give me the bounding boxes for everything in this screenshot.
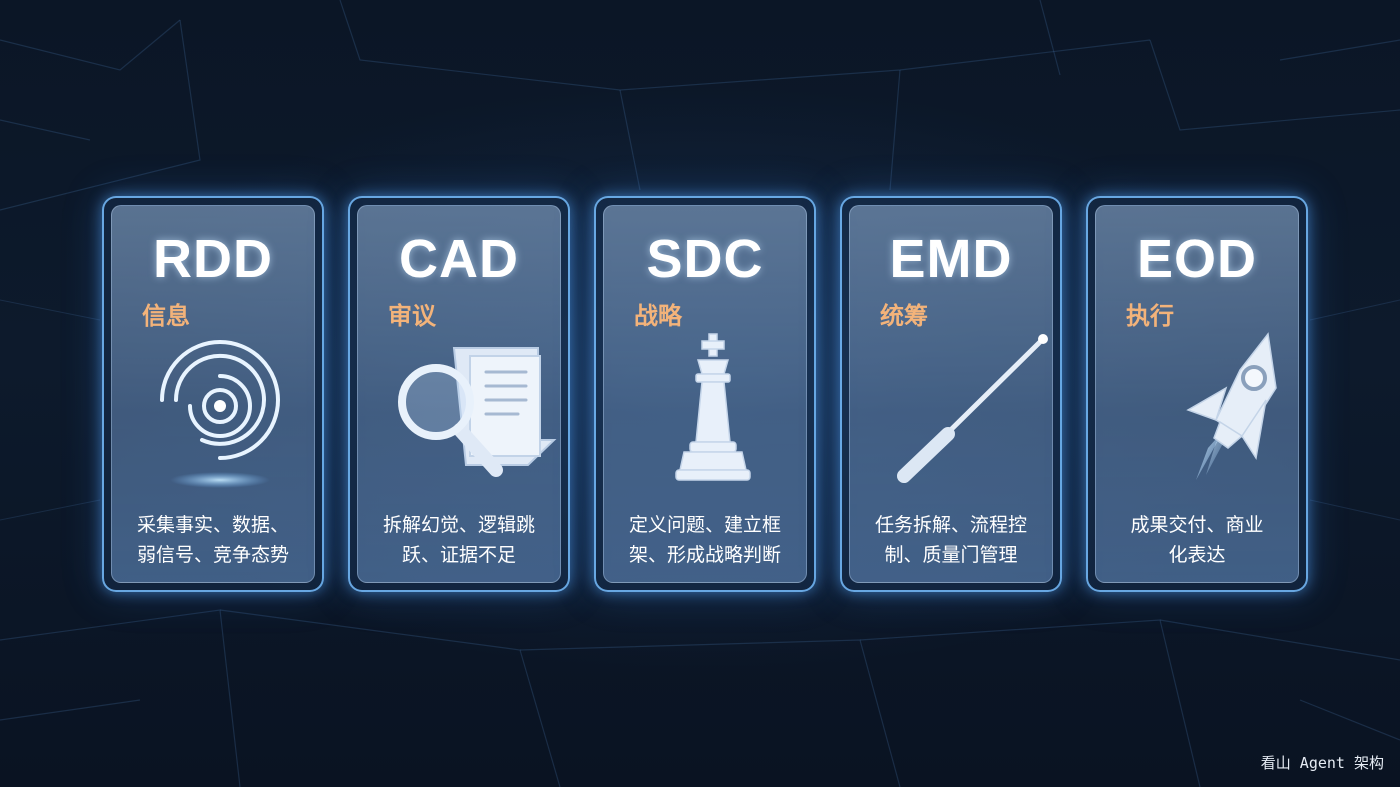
- radar-icon: [160, 340, 280, 488]
- card-eod[interactable]: EOD 执行 成果交: [1086, 196, 1308, 592]
- card-panel: EOD 执行 成果交: [1095, 205, 1299, 583]
- card-desc-line: 定义问题、建立框: [628, 514, 781, 536]
- baton-icon: [897, 334, 1048, 483]
- card-desc-line: 采集事实、数据、: [136, 514, 289, 536]
- card-description: 定义问题、建立框 架、形成战略判断: [616, 510, 794, 570]
- card-emd[interactable]: EMD 统筹 任务拆解、流程控 制、质量门管理: [840, 196, 1062, 592]
- rocket-icon: [1186, 332, 1277, 480]
- footer-caption: 看山 Agent 架构: [1260, 754, 1384, 772]
- card-label: 统筹: [880, 302, 928, 330]
- card-label: 战略: [634, 302, 682, 330]
- card-desc-line: 制、质量门管理: [884, 544, 1018, 566]
- card-panel: CAD 审议 拆解幻觉、逻辑跳 跃、证据不足: [357, 205, 561, 583]
- card-cad[interactable]: CAD 审议 拆解幻觉、逻辑跳 跃、证据不足: [348, 196, 570, 592]
- card-desc-line: 任务拆解、流程控: [874, 514, 1027, 536]
- card-panel: EMD 统筹 任务拆解、流程控 制、质量门管理: [849, 205, 1053, 583]
- card-panel: RDD 信息 采集事实、数据、: [111, 205, 315, 583]
- card-description: 成果交付、商业 化表达: [1108, 510, 1286, 570]
- card-sdc[interactable]: SDC 战略 定义问题、建立框 架、形成战略判断: [594, 196, 816, 592]
- card-description: 拆解幻觉、逻辑跳 跃、证据不足: [370, 510, 548, 570]
- card-rdd[interactable]: RDD 信息 采集事实、数据、: [102, 196, 324, 592]
- card-code: EMD: [889, 229, 1013, 289]
- card-description: 采集事实、数据、 弱信号、竞争态势: [124, 510, 302, 570]
- card-panel: SDC 战略 定义问题、建立框 架、形成战略判断: [603, 205, 807, 583]
- card-desc-line: 架、形成战略判断: [628, 544, 781, 566]
- card-code: EOD: [1136, 229, 1258, 289]
- card-label: 执行: [1126, 302, 1174, 330]
- card-desc-line: 弱信号、竞争态势: [136, 544, 289, 566]
- card-desc-line: 拆解幻觉、逻辑跳: [382, 514, 535, 536]
- card-code: SDC: [646, 229, 764, 289]
- card-desc-line: 化表达: [1168, 544, 1226, 566]
- card-desc-line: 跃、证据不足: [401, 544, 516, 566]
- card-label: 信息: [142, 302, 190, 330]
- card-code: RDD: [153, 229, 273, 289]
- card-desc-line: 成果交付、商业: [1130, 514, 1264, 536]
- card-description: 任务拆解、流程控 制、质量门管理: [862, 510, 1040, 570]
- magnifier-document-icon: [398, 347, 557, 477]
- card-label: 审议: [388, 302, 436, 330]
- card-code: CAD: [399, 229, 519, 289]
- chess-king-icon: [675, 333, 751, 481]
